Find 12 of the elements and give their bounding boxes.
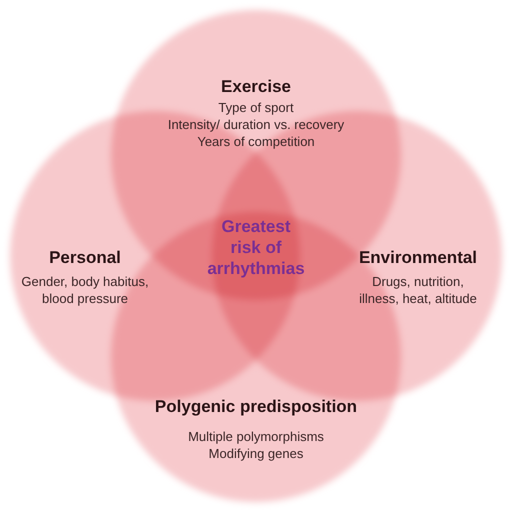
factor-text: Years of competition <box>197 133 315 150</box>
factor-text: Multiple polymorphisms <box>188 428 324 445</box>
factor-text: Intensity/ duration vs. recovery <box>168 116 344 133</box>
circle-heading: Polygenic predisposition <box>154 397 358 417</box>
center-label: Greatest risk of arrhythmias <box>206 216 306 279</box>
factor-text: Type of sport <box>218 99 294 116</box>
factor-text: Gender, body habitus, blood pressure <box>20 273 150 307</box>
circle-heading: Exercise <box>221 77 291 97</box>
factor-text: Modifying genes <box>208 445 304 462</box>
circle-heading: Personal <box>49 248 121 268</box>
circle-heading: Environmental <box>358 248 478 268</box>
factor-text: Drugs, nutrition, illness, heat, altitude <box>358 273 478 307</box>
